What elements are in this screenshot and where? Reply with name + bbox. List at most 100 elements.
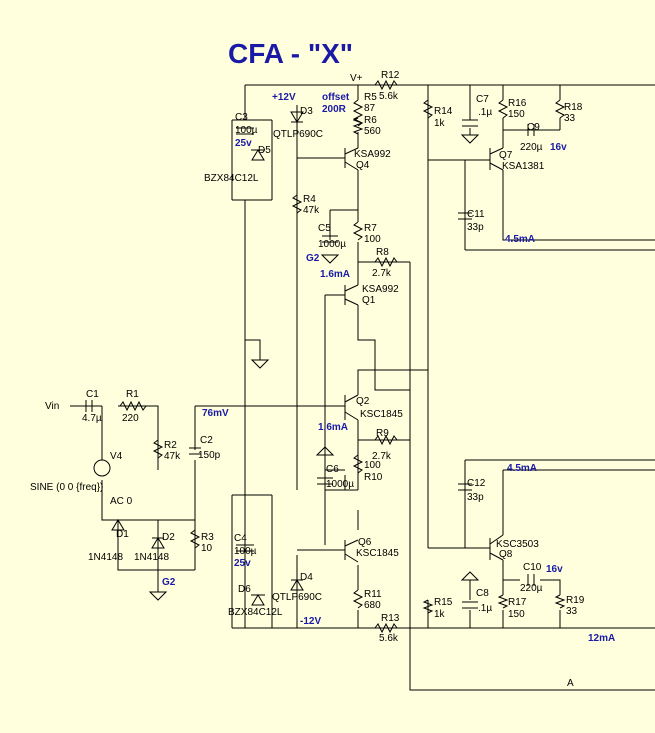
q1-symbol	[344, 284, 359, 306]
annotation-16v-bottom: 16v	[546, 564, 563, 575]
r16-symbol	[497, 99, 509, 119]
r6-ref: R6	[364, 115, 377, 126]
c3-ref: C3	[235, 112, 248, 123]
diode-symbols	[111, 111, 304, 606]
annotation-200r: 200R	[322, 104, 347, 115]
r17-ref: R17	[508, 597, 527, 608]
annotation-4-5ma-bottom: 4.5mA	[507, 463, 537, 474]
r9-value: 2.7k	[372, 451, 392, 462]
q7-ref: Q7	[499, 150, 513, 161]
r15-value: 1k	[434, 609, 446, 620]
r6-value: 560	[364, 126, 381, 137]
c5-symbol	[322, 235, 338, 243]
r18-value: 33	[564, 113, 576, 124]
r18-symbol	[554, 99, 566, 119]
d2-ref: D2	[162, 532, 175, 543]
c10-value: 220µ	[520, 583, 543, 594]
annotation-25v-top: 25v	[235, 138, 252, 149]
c9-ref: C9	[527, 122, 540, 133]
d1-value: 1N4148	[88, 552, 123, 563]
c4-ref: C4	[234, 533, 247, 544]
d3-symbol	[290, 111, 304, 123]
r4-ref: R4	[303, 194, 316, 205]
net-a: A	[567, 678, 574, 689]
c5-value: 1000µ	[318, 239, 346, 250]
q8-symbol	[489, 534, 504, 561]
d4-value: QTLP690C	[272, 592, 322, 603]
c8-ref: C8	[476, 588, 489, 599]
annotation-12ma: 12mA	[588, 633, 615, 644]
r12-ref: R12	[381, 70, 400, 81]
c3-symbol	[236, 127, 254, 135]
c6-value: 1000µ	[326, 479, 354, 490]
r14-ref: R14	[434, 106, 453, 117]
d4-symbol	[290, 579, 304, 591]
annotation-offset: offset	[322, 92, 350, 103]
r11-value: 680	[364, 600, 381, 611]
r15-symbol	[422, 599, 434, 614]
c2-symbol	[189, 447, 201, 455]
v4-source-symbol	[93, 459, 111, 477]
c2-value: 150p	[198, 450, 221, 461]
r5-value: 87	[364, 103, 376, 114]
c9-symbol	[527, 124, 535, 136]
r9-symbol	[374, 434, 398, 446]
q7-value: KSA1381	[502, 161, 545, 172]
r1-value: 220	[122, 413, 139, 424]
resistor-symbols	[119, 79, 566, 634]
c1-value: 4.7µ	[82, 413, 102, 424]
r13-value: 5.6k	[379, 633, 399, 644]
r17-value: 150	[508, 609, 525, 620]
c6-symbol	[317, 477, 333, 485]
q6-value: KSC1845	[356, 548, 399, 559]
v4-ac: AC 0	[110, 496, 133, 507]
capacitor-symbols	[85, 119, 535, 609]
r1-symbol	[119, 400, 147, 412]
d3-value: QTLP690C	[273, 129, 323, 140]
transistor-symbols	[344, 147, 504, 563]
r2-ref: R2	[164, 440, 177, 451]
r10-symbol	[352, 454, 364, 474]
r4-value: 47k	[303, 205, 320, 216]
c4-symbol	[236, 544, 254, 552]
net-vplus: V+	[350, 73, 363, 84]
c2-ref: C2	[200, 435, 213, 446]
c7-symbol	[462, 119, 478, 127]
r7-ref: R7	[364, 223, 377, 234]
c9-value: 220µ	[520, 142, 543, 153]
d3-ref: D3	[300, 106, 313, 117]
c11-value: 33p	[467, 222, 484, 233]
r8-symbol	[374, 256, 398, 268]
r8-ref: R8	[376, 247, 389, 258]
q8-value: KSC3503	[496, 539, 539, 550]
v4-value: SINE (0 0 {freq})	[30, 482, 103, 493]
r7-value: 100	[364, 234, 381, 245]
r6-symbol	[352, 117, 364, 135]
r15-ref: R15	[434, 597, 453, 608]
c12-ref: C12	[467, 478, 486, 489]
r8-value: 2.7k	[372, 268, 392, 279]
c8-symbol	[462, 601, 478, 609]
d5-ref: D5	[258, 145, 271, 156]
r12-symbol	[374, 79, 398, 91]
r10-value: 100	[364, 460, 381, 471]
schematic-title: CFA - "X"	[228, 38, 353, 69]
r2-symbol	[152, 439, 164, 459]
r4-symbol	[291, 194, 303, 214]
annotation-plus12v: +12V	[272, 92, 296, 103]
q8-ref: Q8	[499, 549, 513, 560]
net-g2-bottom: G2	[162, 577, 176, 588]
r16-ref: R16	[508, 98, 527, 109]
net-g2-top: G2	[306, 253, 320, 264]
q1-value: KSA992	[362, 284, 399, 295]
r3-symbol	[189, 529, 201, 549]
d6-symbol	[251, 594, 265, 606]
r13-symbol	[374, 622, 398, 634]
d5-value: BZX84C12L	[204, 173, 259, 184]
annotation-76mv: 76mV	[202, 408, 229, 419]
q4-value: KSA992	[354, 149, 391, 160]
r12-value: 5.6k	[379, 91, 399, 102]
ground-symbols	[148, 134, 480, 601]
c8-value: .1µ	[478, 603, 492, 614]
annotation-1-6ma-top: 1.6mA	[320, 269, 350, 280]
